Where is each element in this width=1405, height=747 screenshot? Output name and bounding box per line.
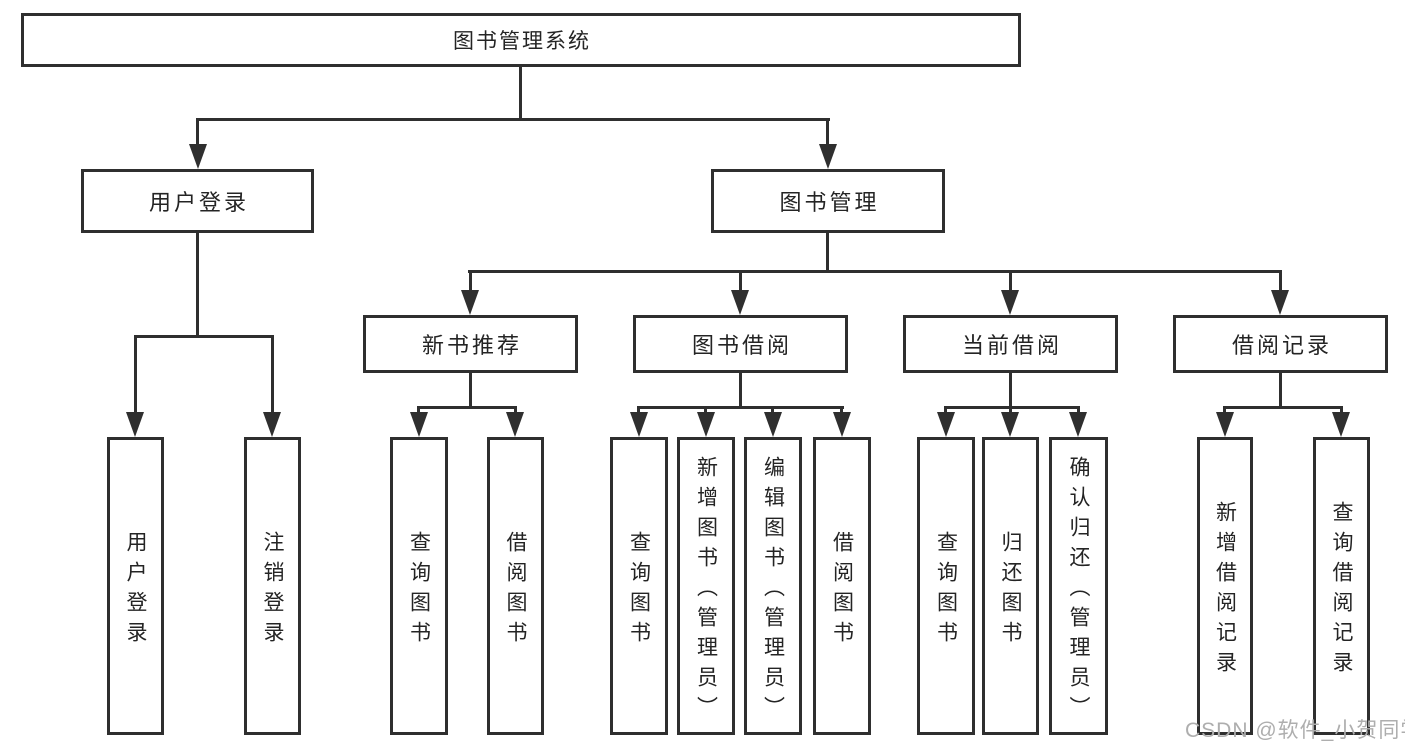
leaf-label: 查询图书 [627,530,651,651]
node-user-login: 用户登录 [81,169,314,233]
connector-user-login-shaft [196,120,199,148]
arrowhead-leaf [764,412,782,437]
leaf-label: 查询图书 [407,530,431,651]
leaf-query-books-rec: 查询图书 [390,437,448,735]
leaf-label: 借阅图书 [504,530,527,651]
connector-user-login-rail [134,335,274,338]
connector-current-borrow-rail [944,406,1080,409]
leaf-label: 新增图书（管理员） [694,455,718,726]
connector-current-borrow-stub [1009,373,1012,409]
connector-user-login-stub [196,233,199,337]
connector-root-stub [519,67,522,120]
leaf-query-books-borrow: 查询图书 [610,437,668,735]
node-library-system: 图书管理系统 [21,13,1021,67]
connector-book-borrow-rail [637,406,844,409]
arrowhead-leaf [1332,412,1350,437]
arrowhead-borrow-records [1271,290,1289,315]
arrowhead-new-book-rec [461,290,479,315]
node-book-mgmt: 图书管理 [711,169,945,233]
arrowhead-leaf [833,412,851,437]
leaf-borrow-books-rec: 借阅图书 [487,437,544,735]
leaf-label: 借阅图书 [830,530,854,651]
leaf-query-books-current: 查询图书 [917,437,975,735]
leaf-query-borrow-record: 查询借阅记录 [1313,437,1370,735]
arrowhead-leaf [263,412,281,437]
connector-book-mgmt-shaft [826,120,829,148]
leaf-label: 用户登录 [124,530,147,651]
leaf-user-login: 用户登录 [107,437,164,735]
connector-leaf-shaft [271,337,274,417]
leaf-label: 编辑图书（管理员） [761,455,785,726]
connector-level3-shaft [1009,272,1012,293]
connector-new-book-rec-rail [417,406,517,409]
arrowhead-book-borrow [731,290,749,315]
connector-level3-shaft [1279,272,1282,293]
connector-level2-rail [196,118,830,121]
connector-borrow-records-rail [1223,406,1343,409]
leaf-label: 注销登录 [261,530,284,651]
leaf-logout: 注销登录 [244,437,301,735]
arrowhead-leaf [1069,412,1087,437]
arrowhead-leaf [1216,412,1234,437]
arrowhead-leaf [1001,412,1019,437]
leaf-return-books: 归还图书 [982,437,1039,735]
arrowhead-user-login [189,144,207,169]
leaf-add-books-admin: 新增图书（管理员） [677,437,735,735]
node-borrow-records: 借阅记录 [1173,315,1388,373]
leaf-borrow-books: 借阅图书 [813,437,871,735]
node-book-borrow: 图书借阅 [633,315,848,373]
arrowhead-leaf [410,412,428,437]
connector-level3-shaft [739,272,742,293]
connector-leaf-shaft [134,337,137,417]
arrowhead-leaf [126,412,144,437]
node-current-borrow: 当前借阅 [903,315,1118,373]
connector-new-book-rec-stub [469,373,472,409]
leaf-label: 查询图书 [934,530,958,651]
node-new-book-rec: 新书推荐 [363,315,578,373]
connector-borrow-records-stub [1279,373,1282,409]
leaf-confirm-return-admin: 确认归还（管理员） [1049,437,1108,735]
leaf-label: 归还图书 [999,530,1022,651]
leaf-add-borrow-record: 新增借阅记录 [1197,437,1253,735]
connector-book-mgmt-stub [826,233,829,272]
arrowhead-leaf [937,412,955,437]
leaf-label: 确认归还（管理员） [1067,455,1090,726]
leaf-edit-books-admin: 编辑图书（管理员） [744,437,802,735]
arrowhead-current-borrow [1001,290,1019,315]
arrowhead-leaf [630,412,648,437]
leaf-label: 新增借阅记录 [1213,500,1237,681]
connector-level3-shaft [469,272,472,293]
connector-book-borrow-stub [739,373,742,409]
connector-level3-rail [468,270,1282,273]
arrowhead-book-mgmt [819,144,837,169]
arrowhead-leaf [697,412,715,437]
arrowhead-leaf [506,412,524,437]
leaf-label: 查询借阅记录 [1330,500,1353,681]
watermark: CSDN @软件_小贺同学 [1185,719,1405,742]
